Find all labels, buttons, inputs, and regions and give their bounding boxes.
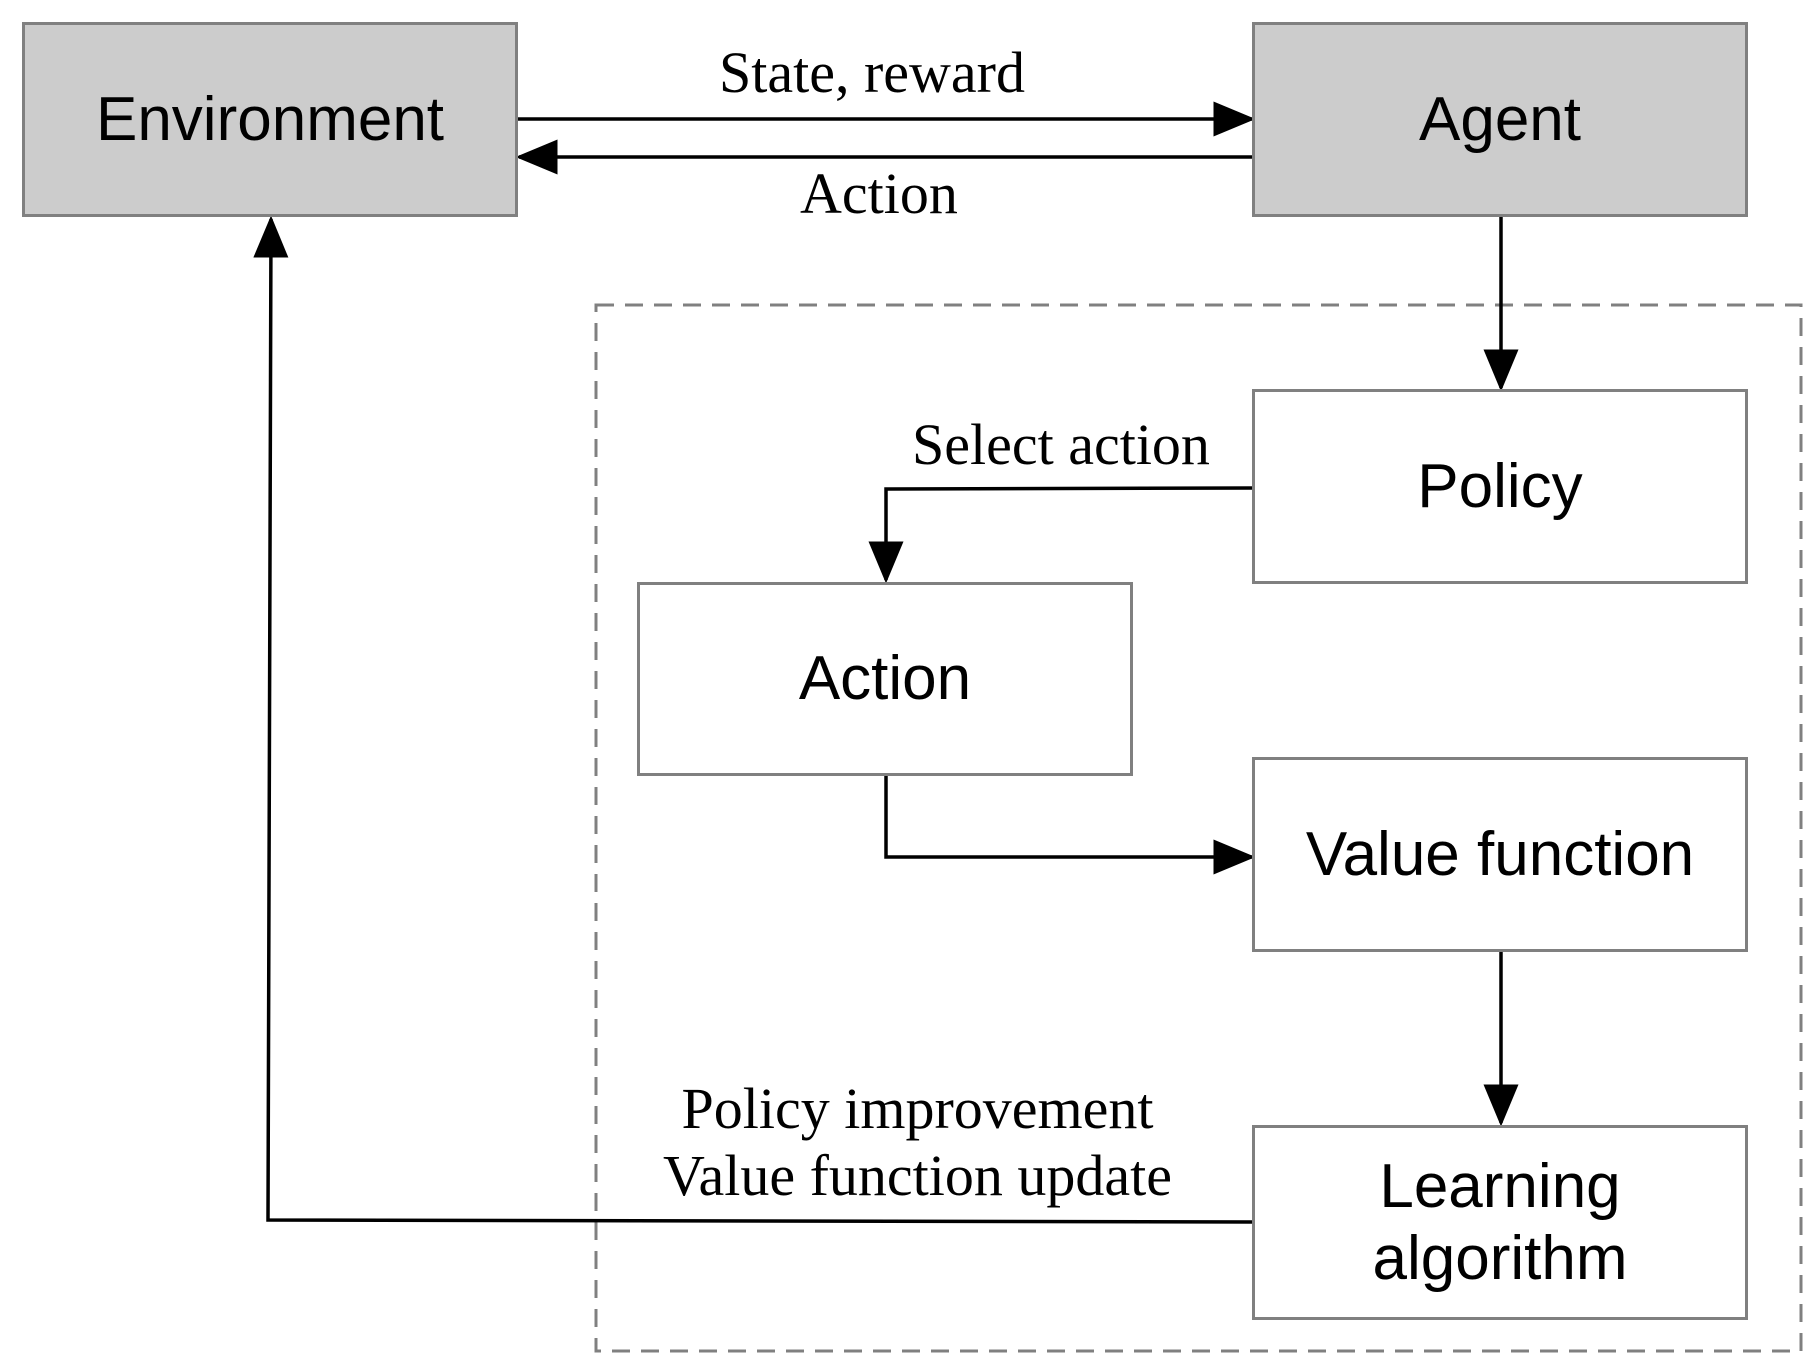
policy-improvement-text: Policy improvement	[681, 1076, 1154, 1141]
value-function-update-text: Value function update	[663, 1142, 1172, 1208]
learning-algorithm-label: Learning algorithm	[1372, 1152, 1628, 1293]
environment-node: Environment	[22, 22, 518, 217]
agent-node: Agent	[1252, 22, 1748, 217]
action-to-value-function-arrow	[884, 776, 1256, 875]
policy-node: Policy	[1252, 389, 1748, 584]
state-reward-edge-label: State, reward	[719, 40, 1025, 105]
select-action-arrow	[868, 486, 1255, 584]
action-edge-label: Action	[800, 161, 958, 226]
policy-label: Policy	[1417, 451, 1583, 521]
learning-to-environment-arrow	[253, 215, 1255, 1224]
environment-label: Environment	[95, 84, 445, 154]
agent-label: Agent	[1418, 84, 1582, 154]
learning-feedback-edge-label: Policy improvement Value function update	[600, 1076, 1235, 1209]
learning-algorithm-node: Learning algorithm	[1252, 1125, 1748, 1320]
select-action-edge-label: Select action	[912, 412, 1210, 477]
value-function-node: Value function	[1252, 757, 1748, 952]
value-function-label: Value function	[1305, 819, 1695, 889]
agent-internals-dashed-boundary	[594, 303, 1803, 1353]
action-label: Action	[798, 644, 972, 714]
action-node: Action	[637, 582, 1133, 776]
